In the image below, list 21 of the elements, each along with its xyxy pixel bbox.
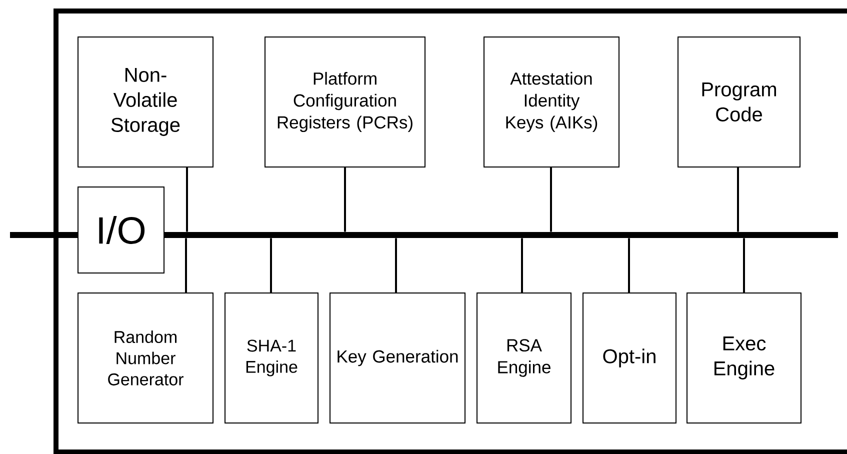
component-box: Non-Volatile Storage bbox=[78, 36, 214, 168]
connector-line bbox=[395, 238, 397, 292]
connector-line bbox=[521, 238, 523, 292]
component-box: Opt-in bbox=[582, 292, 676, 424]
component-box: Random Number Generator bbox=[78, 292, 214, 424]
component-box: Key Generation bbox=[330, 292, 466, 424]
connector-line bbox=[550, 168, 552, 232]
connector-line bbox=[344, 168, 346, 232]
connector-line bbox=[743, 238, 745, 292]
io-box: I/O bbox=[78, 186, 164, 274]
connector-line bbox=[186, 168, 188, 232]
component-box: Program Code bbox=[678, 36, 800, 168]
connector-line bbox=[737, 168, 739, 232]
component-box: RSA Engine bbox=[476, 292, 572, 424]
component-box: SHA-1 Engine bbox=[224, 292, 318, 424]
connector-line bbox=[270, 238, 272, 292]
component-box: Platform Configuration Registers (PCRs) bbox=[264, 36, 426, 168]
connector-line bbox=[185, 238, 187, 292]
component-box: Attestation Identity Keys (AIKs) bbox=[484, 36, 620, 168]
connector-line bbox=[628, 238, 630, 292]
component-box: Exec Engine bbox=[686, 292, 802, 424]
